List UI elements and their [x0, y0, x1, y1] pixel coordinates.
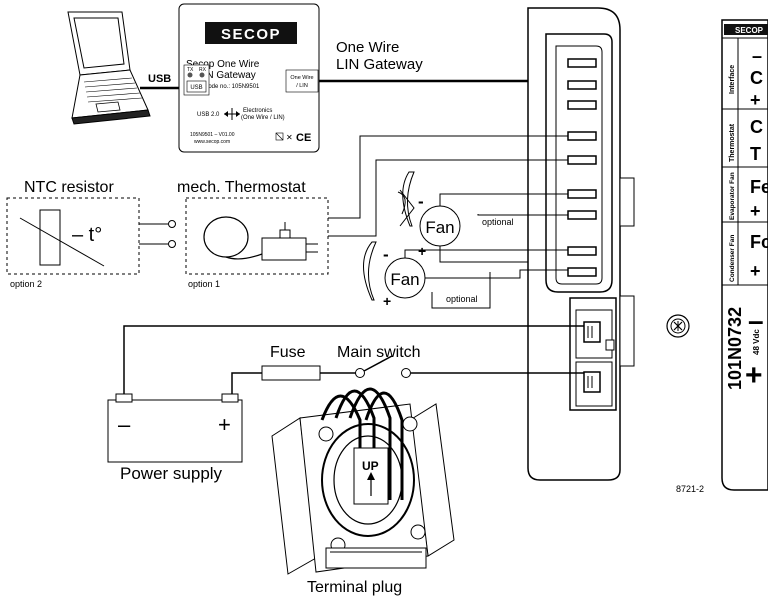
gateway-title-1: Secop One Wire	[186, 59, 260, 70]
strip-thermostat-c: C	[750, 117, 763, 137]
switch-contact-2	[401, 368, 411, 378]
onewire-port-label-2: / LIN	[296, 83, 308, 89]
strip-section-interface: Interface	[729, 65, 736, 94]
option2-label: option 2	[10, 279, 42, 289]
fan1-wire-fe	[477, 214, 568, 216]
switch-contact-1	[355, 368, 365, 378]
strip-interface-c: C	[750, 68, 763, 88]
usb-port-label: USB	[190, 85, 202, 91]
strip-model: 101N0732	[725, 307, 745, 390]
electronics-label-2: (One Wire / LIN)	[241, 115, 285, 121]
thermostat-wire-t	[328, 159, 568, 237]
fan1-plus: +	[418, 243, 426, 259]
strip-interface-plus: +	[750, 90, 761, 110]
label-strip: SECOP Interface Thermostat Evaporator Fa…	[721, 19, 768, 491]
plug-up-label: UP	[362, 459, 379, 473]
tx-label: TX	[187, 67, 194, 73]
gateway-title-2: LIN Gateway	[198, 70, 256, 81]
figure-reference: 8721-2	[676, 484, 704, 494]
rx-led-icon	[199, 72, 205, 78]
fan2-minus: -	[383, 245, 389, 264]
terminal-plug-label: Terminal plug	[307, 579, 402, 596]
lin-gateway: SECOP Secop One Wire LIN Gateway Code no…	[178, 3, 320, 153]
power-supply-label: Power supply	[120, 464, 223, 483]
electronic-unit	[527, 7, 635, 481]
fan1-label: Fan	[425, 218, 454, 237]
lin-gateway-label: LIN Gateway	[336, 56, 423, 73]
power-wire-plus-1	[231, 372, 262, 400]
mech-thermostat-label: mech. Thermostat	[177, 179, 306, 196]
fan2-wire-plus	[431, 272, 491, 309]
strip-vdc: 48 Vdc	[752, 329, 761, 355]
weee-icon: ✕	[286, 133, 293, 142]
strip-power-minus: –	[748, 305, 764, 336]
strip-cond-fc: Fc	[750, 232, 768, 252]
ntc-temp-label: – t°	[72, 224, 102, 246]
strip-interface-minus: –	[752, 46, 762, 66]
main-switch-icon	[363, 355, 393, 372]
rx-label: RX	[199, 67, 207, 73]
ps-plus: +	[218, 412, 231, 437]
fan2-wire-fc	[425, 269, 568, 279]
gateway-logo-box	[205, 22, 297, 44]
fan1-optional: optional	[482, 217, 514, 227]
strip-section-evaporator: Evaporator Fan	[729, 172, 736, 220]
ps-minus: –	[118, 412, 131, 437]
mech-thermostat: mech. Thermostat option 1	[177, 179, 329, 289]
condenser-fan: Fan - + optional	[363, 241, 478, 309]
power-wire-minus	[123, 325, 584, 400]
strip-brand: SECOP	[735, 26, 764, 35]
fuse-label: Fuse	[270, 344, 306, 361]
strip-evap-fe: Fe	[750, 177, 768, 197]
gateway-code: Code no.: 105N9501	[204, 84, 260, 90]
fan1-wire-minus	[439, 193, 568, 206]
screw-icon	[666, 314, 690, 338]
ce-mark: CE	[296, 132, 311, 144]
terminal-plug-illustration: UP	[271, 387, 455, 575]
strip-section-condenser: Condenser Fan	[729, 235, 736, 282]
evaporator-fan: Fan - + optional	[397, 171, 514, 259]
fan2-plus: +	[383, 293, 391, 309]
onewire-label: One Wire	[336, 39, 399, 56]
usb20-label: USB 2.0	[197, 112, 220, 118]
onewire-port-label-1: One Wire	[290, 75, 313, 81]
fan2-label: Fan	[390, 270, 419, 289]
main-switch-label: Main switch	[337, 344, 421, 361]
gateway-brand: SECOP	[221, 26, 281, 43]
strip-power-plus: +	[745, 359, 763, 392]
strip-thermostat-t: T	[750, 144, 761, 164]
fuse-icon	[261, 365, 321, 381]
ntc-resistor: NTC resistor – t° option 2	[6, 179, 176, 289]
fan1-minus: -	[418, 192, 424, 211]
tx-led-icon	[187, 72, 193, 78]
power-supply: – + Power supply	[107, 393, 243, 483]
strip-evap-plus: +	[750, 201, 761, 221]
ntc-label: NTC resistor	[24, 179, 114, 196]
up-arrow-icon	[367, 472, 375, 480]
double-arrow-icon	[224, 108, 240, 120]
strip-cond-plus: +	[750, 261, 761, 281]
strip-section-thermostat: Thermostat	[729, 123, 736, 162]
fan2-wire-minus	[404, 249, 568, 258]
fan1-wire-plus	[439, 215, 529, 263]
gateway-website: www.secop.com	[194, 139, 230, 145]
usb-label: USB	[148, 73, 171, 85]
thermostat-wire-c	[328, 135, 568, 219]
fan2-optional: optional	[446, 294, 478, 304]
gateway-version: 105N9501 – V01.00	[190, 132, 235, 138]
option1-label: option 1	[188, 279, 220, 289]
electronics-label-1: Electronics	[243, 108, 272, 114]
laptop-icon	[67, 11, 151, 125]
